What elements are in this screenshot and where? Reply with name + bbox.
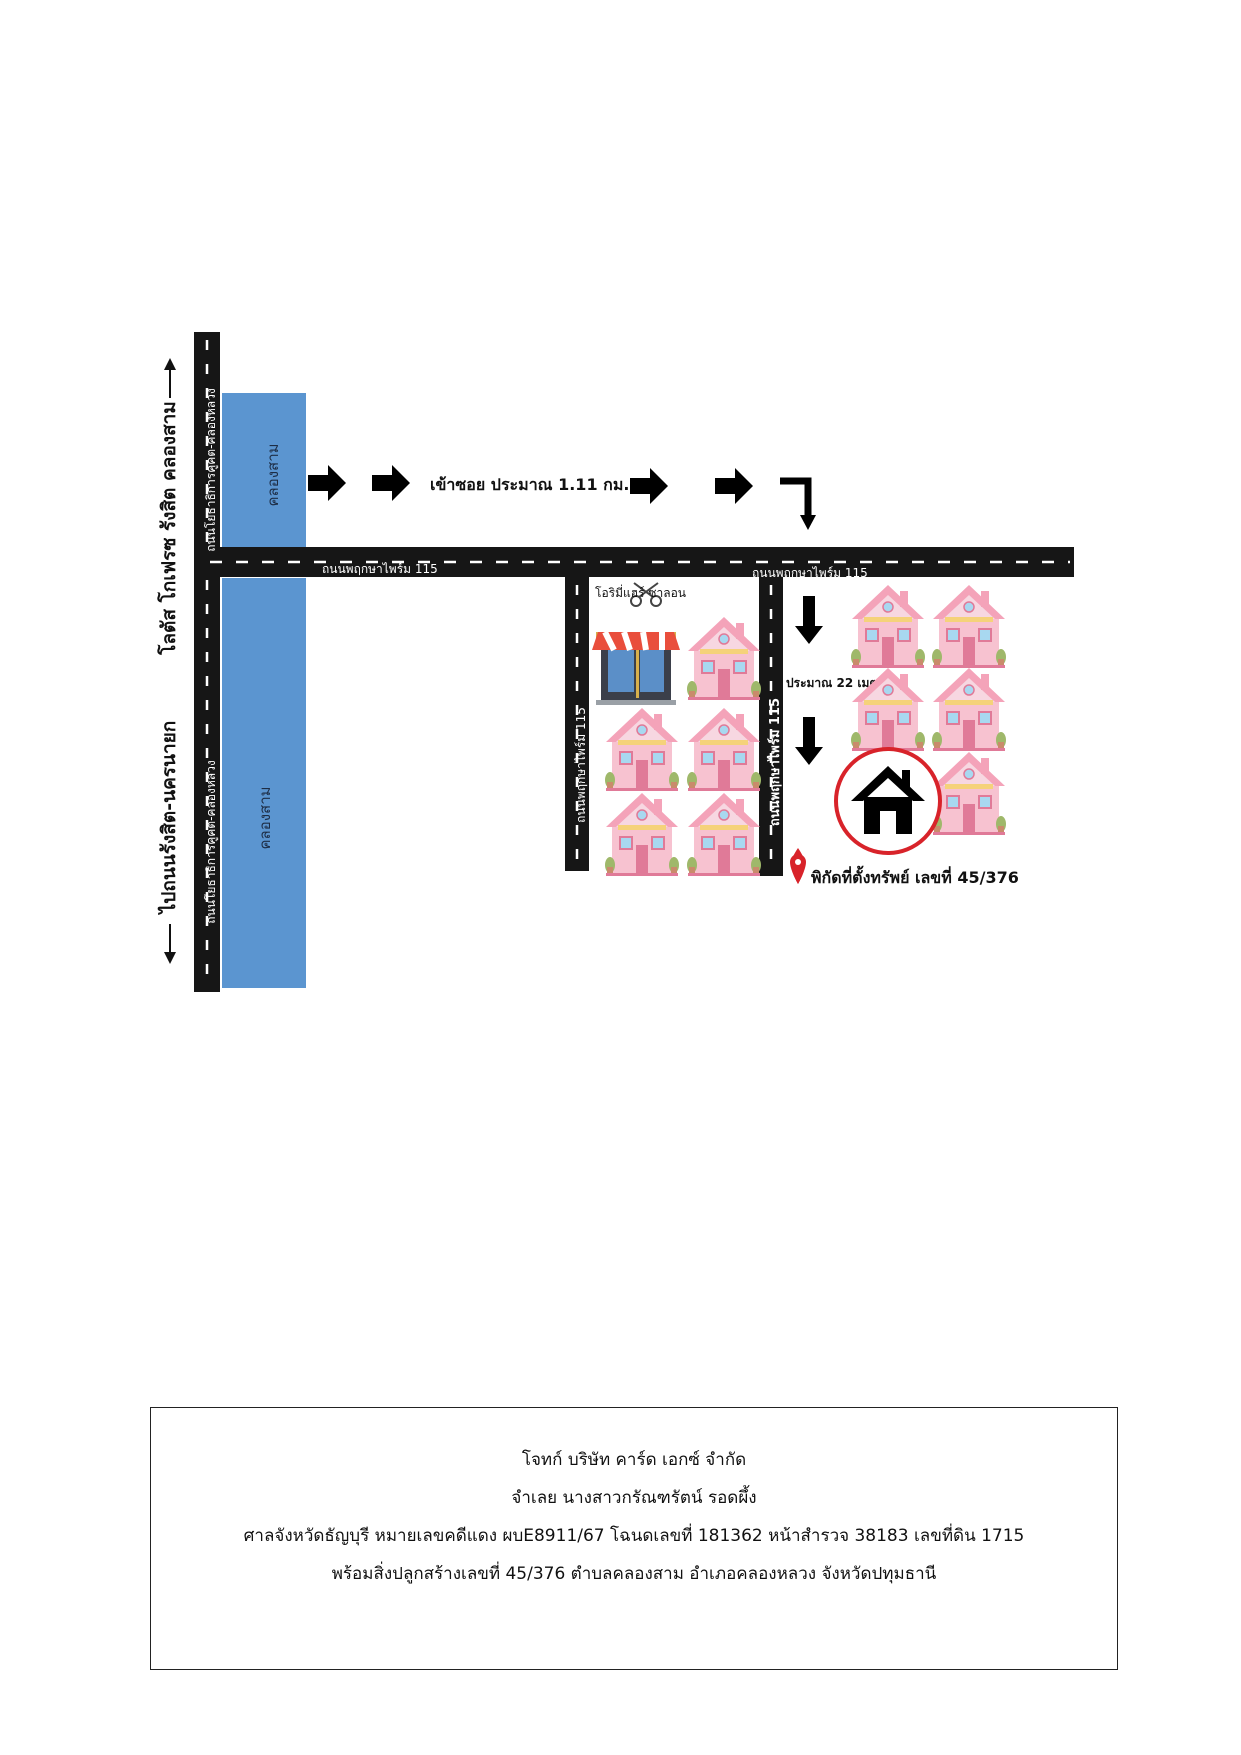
right-arrow-icon: [308, 465, 346, 501]
distance-22m-text: ประมาณ 22 เมตร: [786, 676, 884, 690]
canal-label-top: คลองสาม: [264, 443, 282, 506]
direction-arrow-up-icon: [164, 358, 176, 398]
house-icon: [686, 792, 762, 877]
down-arrow-icon: [795, 717, 823, 765]
branch-2-label: ถนนพฤกษาไพร์ม 115: [766, 698, 783, 826]
branch-1-label: ถนนพฤกษาไพร์ม 115: [574, 707, 588, 823]
side-label-bottom: ไปถนนรังสิต-นครนายก: [157, 721, 180, 916]
salon-label: โอริมี่แฮร์ ซาลอน: [595, 584, 686, 600]
right-arrow-icon: [372, 465, 410, 501]
target-house-icon: [851, 766, 925, 834]
scissors-icon: [630, 582, 662, 607]
entry-distance-text: เข้าซอย ประมาณ 1.11 กม.: [430, 475, 629, 494]
house-icon: [931, 667, 1007, 752]
main-road: [194, 332, 220, 992]
plaintiff-line: โจทก์ บริษัท คาร์ด เอกซ์ จำกัด: [521, 1450, 747, 1470]
court-case-line: ศาลจังหวัดธัญบุรี หมายเลขคดีแดง ผบE8911/…: [243, 1526, 1025, 1546]
canal-bottom: [222, 578, 306, 988]
branch-road-1: [565, 576, 589, 871]
branch-road-2: [759, 576, 783, 876]
salon-shop-icon: [592, 582, 680, 705]
location-pin-icon: [790, 848, 806, 884]
canal-label-bottom: คลองสาม: [256, 786, 274, 849]
house-icon: [604, 707, 680, 792]
canal-top: [222, 393, 306, 550]
soi-road: [194, 547, 1074, 577]
direction-arrow-down-icon: [164, 924, 176, 964]
target-property-marker: [834, 747, 942, 855]
side-label-top: โลตัส โกเฟรซ รังสิต คลองสาม: [157, 401, 180, 656]
house-icon: [686, 707, 762, 792]
soi-label-left: ถนนพฤกษาไพร์ม 115: [322, 562, 438, 576]
property-address-line: พร้อมสิ่งปลูกสร้างเลขที่ 45/376 ตำบลคลอง…: [331, 1564, 937, 1584]
house-icon: [931, 584, 1007, 669]
right-arrow-icon: [630, 468, 668, 504]
main-road-label-top: ถนนโยธาธิการคูคต-คลองหลวง: [204, 388, 219, 551]
right-arrow-icon: [715, 468, 753, 504]
down-arrow-icon: [795, 596, 823, 644]
soi-label-right: ถนนพฤกษาไพร์ม 115: [752, 566, 868, 580]
house-icon: [931, 751, 1007, 836]
house-icon: [850, 584, 926, 669]
turn-down-arrow-icon: [780, 477, 816, 530]
defendant-line: จำเลย นางสาวกรัณฑรัตน์ รอดผึ้ง: [511, 1488, 757, 1508]
case-info-box: โจทก์ บริษัท คาร์ด เอกซ์ จำกัด จำเลย นาง…: [150, 1407, 1118, 1670]
house-icon: [686, 616, 762, 701]
property-location-text: พิกัดที่ตั้งทรัพย์ เลขที่ 45/376: [811, 865, 1019, 887]
main-road-label-bottom: ถนนโยธาธิการคูคต-คลองหลวง: [204, 760, 219, 923]
house-icon: [604, 792, 680, 877]
